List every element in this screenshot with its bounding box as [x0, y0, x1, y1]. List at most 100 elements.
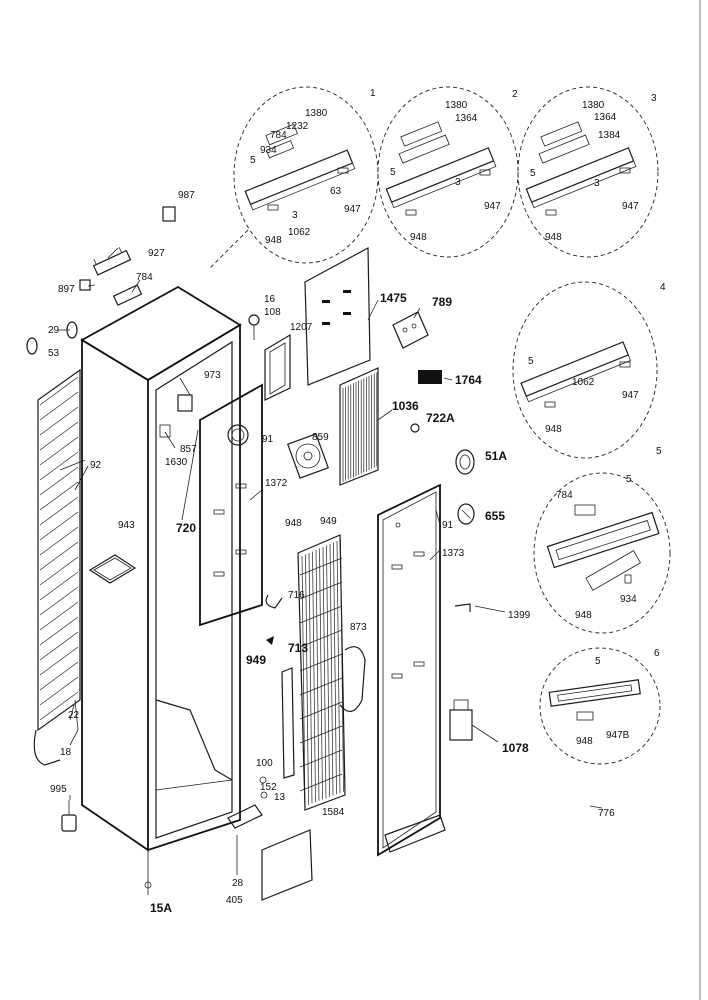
label-g1-784: 784: [270, 130, 287, 141]
label-g4-5: 5: [528, 356, 534, 367]
hatch-line: [39, 586, 79, 616]
hatch-line: [299, 653, 343, 672]
hatch-line: [39, 676, 79, 706]
back-condenser-948: [297, 534, 366, 811]
part-1399: [454, 603, 471, 612]
label-53: 53: [48, 348, 60, 359]
label-108: 108: [264, 307, 281, 318]
hatch-line: [39, 421, 79, 451]
part-51a: [455, 449, 475, 475]
label-g5-934: 934: [620, 594, 637, 605]
back-panel-1373: [377, 483, 446, 857]
label-group6: 6: [654, 648, 660, 659]
part-949: [266, 636, 274, 645]
label-1764: 1764: [455, 373, 482, 387]
detail-bubble-1: [209, 86, 379, 269]
hatch-line: [39, 601, 79, 631]
label-g3-3: 3: [594, 178, 600, 189]
hatch-line: [299, 605, 343, 624]
label-16: 16: [264, 294, 276, 305]
hatch-line: [39, 391, 79, 421]
panel-1475: [304, 247, 371, 386]
label-group4: 4: [660, 282, 666, 293]
refrigerator-cabinet: [80, 285, 242, 895]
part-1764: [418, 370, 442, 384]
label-g1-63: 63: [330, 186, 342, 197]
label-g1-5: 5: [250, 155, 256, 166]
label-91b: 91: [442, 520, 454, 531]
label-722a: 722A: [426, 411, 455, 425]
hatch-line: [39, 511, 79, 541]
label-51a: 51A: [485, 449, 507, 463]
hatch-line: [299, 773, 343, 792]
hatch-line: [305, 554, 309, 805]
leader-lines: [58, 247, 603, 809]
hatch-line: [39, 661, 79, 691]
label-1475: 1475: [380, 291, 407, 305]
label-g4-948: 948: [545, 424, 562, 435]
part-722a: [410, 423, 420, 433]
label-g5-784: 784: [556, 490, 573, 501]
condenser-coil: [33, 368, 86, 766]
label-g6-5: 5: [595, 656, 601, 667]
hatch-line: [299, 725, 343, 744]
label-g1-1232: 1232: [286, 121, 309, 132]
hatch-line: [329, 543, 334, 796]
label-g2-1364: 1364: [455, 113, 478, 124]
label-28: 28: [232, 878, 244, 889]
label-995: 995: [50, 784, 67, 795]
label-g1-947: 947: [344, 204, 361, 215]
label-29: 29: [48, 325, 60, 336]
wire-716: [265, 594, 283, 609]
part-995: [61, 800, 77, 832]
evaporator-1036: [339, 367, 379, 486]
label-1373: 1373: [442, 548, 465, 559]
label-897: 897: [58, 284, 75, 295]
label-g3-1380: 1380: [582, 100, 605, 111]
fan-859: [286, 433, 330, 479]
label-g1-948: 948: [265, 235, 282, 246]
label-g3-1384: 1384: [598, 130, 621, 141]
label-g2-5: 5: [390, 167, 396, 178]
bottom-parts: [227, 776, 313, 901]
hatch-line: [299, 629, 343, 648]
label-948c: 948: [285, 518, 302, 529]
label-1036: 1036: [392, 399, 419, 413]
hatch-line: [39, 571, 79, 601]
label-1630: 1630: [165, 457, 188, 468]
label-g3-5: 5: [530, 168, 536, 179]
label-g3-947: 947: [622, 201, 639, 212]
hatch-line: [39, 406, 79, 436]
hatch-line: [326, 545, 330, 797]
label-857: 857: [180, 444, 197, 455]
label-g6-948: 948: [576, 736, 593, 747]
hatch-line: [340, 539, 344, 792]
detail-bubble-5: [533, 472, 671, 634]
label-g2-947: 947: [484, 201, 501, 212]
hatch-line: [39, 496, 79, 526]
small-parts-top-left: [26, 206, 176, 355]
label-1372: 1372: [265, 478, 288, 489]
thermostat-1078: [449, 699, 499, 743]
label-1399: 1399: [508, 610, 531, 621]
label-g3-948: 948: [545, 232, 562, 243]
part-labels: 1 2 3 4 5 6 987 927 897 784 29 53 92 943…: [48, 88, 666, 915]
label-g2-3: 3: [455, 177, 461, 188]
label-g4-1062: 1062: [572, 377, 595, 388]
label-group1: 1: [370, 88, 376, 99]
hatch-line: [315, 549, 320, 801]
detail-bubble-3: [517, 86, 659, 258]
label-g1-934: 934: [260, 145, 277, 156]
hatch-line: [299, 581, 343, 600]
label-group2: 2: [512, 89, 518, 100]
label-943: 943: [118, 520, 135, 531]
label-22: 22: [68, 710, 80, 721]
label-g5-5: 5: [626, 474, 632, 485]
label-91a: 91: [262, 434, 274, 445]
label-group5: 5: [656, 446, 662, 457]
label-g1-1062: 1062: [288, 227, 311, 238]
label-1207: 1207: [290, 322, 313, 333]
label-100: 100: [256, 758, 273, 769]
label-group3: 3: [651, 93, 657, 104]
